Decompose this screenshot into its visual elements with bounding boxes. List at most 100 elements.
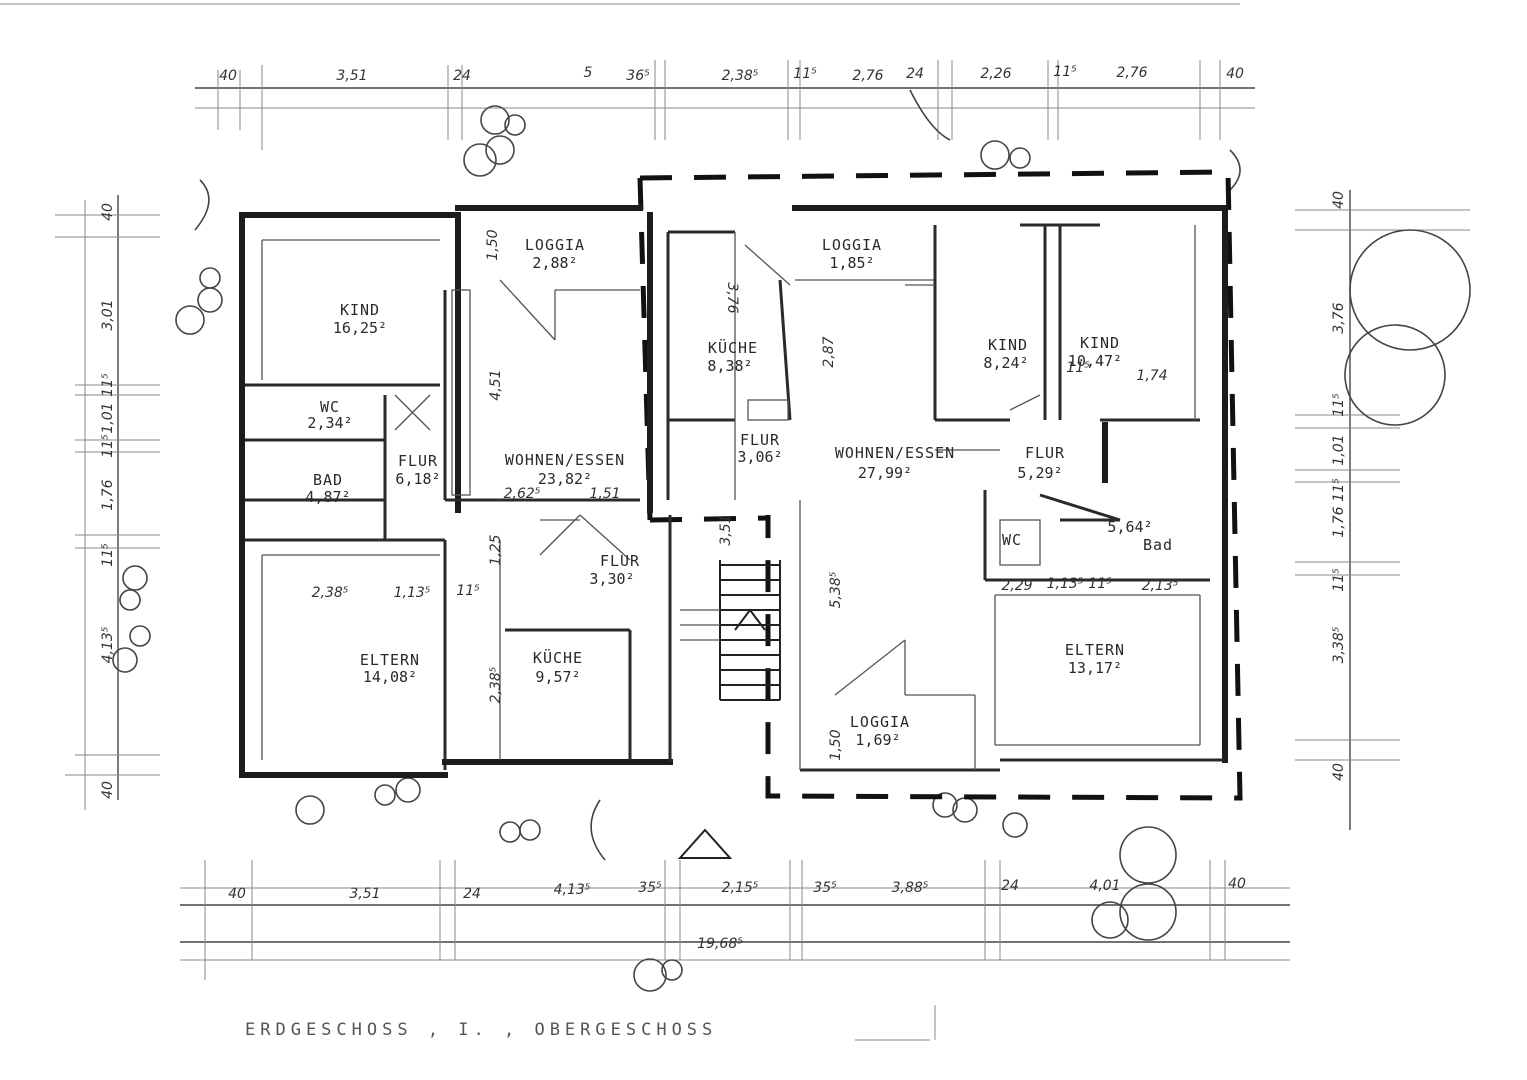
room-right-bad: Bad 5,64² bbox=[1107, 518, 1172, 554]
room-right-loggia: LOGGIA 1,69² bbox=[850, 713, 910, 749]
room-area: 3,06² bbox=[737, 448, 782, 466]
room-mid-kueche: KÜCHE 8,38² bbox=[707, 338, 758, 375]
dimension-text-right: 40 3,76 11⁵ 1,01 11⁵ 1,76 11⁵ 3,38⁵ 40 bbox=[1331, 191, 1347, 781]
room-area: 1,85² bbox=[829, 254, 874, 272]
dim-label: 3,01 bbox=[100, 299, 116, 330]
dim-label: 24 bbox=[1001, 878, 1019, 894]
room-right-kind-2: KIND 10,47² bbox=[1068, 334, 1122, 370]
dimension-lines-bottom bbox=[180, 860, 1290, 980]
room-name: WC bbox=[320, 398, 340, 416]
room-name: FLUR bbox=[600, 552, 640, 570]
room-labels: KIND 16,25² LOGGIA 2,88² WC 2,34² BAD 4,… bbox=[305, 236, 1172, 749]
plan-caption: ERDGESCHOSS , I. , OBERGESCHOSS bbox=[245, 1005, 936, 1041]
room-name: LOGGIA bbox=[850, 713, 910, 731]
dim-label: 40 bbox=[1331, 191, 1347, 209]
dim-label: 1,25 bbox=[488, 534, 504, 565]
dim-label: 4,13⁵ bbox=[554, 882, 591, 898]
dim-label: 36⁵ bbox=[626, 68, 650, 84]
room-name: KÜCHE bbox=[708, 338, 758, 357]
dim-label: 40 bbox=[100, 203, 116, 221]
dim-label: 2,76 bbox=[852, 68, 883, 84]
room-area: 5,64² bbox=[1107, 518, 1152, 536]
dim-label: 40 bbox=[228, 886, 246, 902]
room-name: WC bbox=[1002, 531, 1022, 549]
room-area: 6,18² bbox=[395, 470, 440, 488]
room-name: FLUR bbox=[1025, 444, 1065, 462]
room-area: 4,87² bbox=[305, 488, 350, 506]
dim-label: 4,01 bbox=[1089, 878, 1120, 894]
room-left-wc: WC 2,34² bbox=[307, 398, 352, 432]
dim-label: 1,13⁵ bbox=[1047, 576, 1084, 592]
room-right-wohnen-essen: WOHNEN/ESSEN 27,99² bbox=[835, 444, 954, 482]
left-unit-walls bbox=[239, 205, 673, 778]
dim-label: 11⁵ bbox=[1066, 360, 1090, 376]
room-mid-flur: FLUR 3,06² bbox=[737, 431, 782, 466]
room-name: FLUR bbox=[740, 431, 780, 449]
room-left-eltern: ELTERN 14,08² bbox=[360, 651, 420, 686]
dim-label: 3,76 bbox=[724, 282, 740, 313]
dim-label: 2,76 bbox=[1116, 65, 1147, 81]
dim-label: 24 bbox=[453, 68, 471, 84]
dim-label: 11⁵ bbox=[1331, 568, 1347, 592]
room-right-kind-1: KIND 8,24² bbox=[983, 336, 1028, 372]
room-left-kueche: KÜCHE 9,57² bbox=[533, 648, 583, 686]
room-name: ELTERN bbox=[360, 651, 420, 669]
dim-label: 1,76 bbox=[1331, 506, 1347, 537]
dim-label: 5 bbox=[584, 65, 593, 81]
room-area: 14,08² bbox=[363, 668, 417, 686]
room-name: LOGGIA bbox=[525, 236, 585, 254]
dim-label: 11⁵ bbox=[1331, 478, 1347, 502]
room-name: FLUR bbox=[398, 452, 438, 470]
upper-floor-outline bbox=[637, 169, 1243, 801]
dim-label: 3,76 bbox=[1331, 302, 1347, 333]
room-name: ELTERN bbox=[1065, 641, 1125, 659]
dim-label: 1,13⁵ bbox=[394, 585, 431, 601]
dimension-text-top: 40 3,51 24 5 36⁵ 2,38⁵ 11⁵ 2,76 24 2,26 … bbox=[219, 64, 1244, 84]
room-area: 8,24² bbox=[983, 354, 1028, 372]
dimension-text-bottom: 40 3,51 24 4,13⁵ 35⁵ 2,15⁵ 35⁵ 3,88⁵ 24 … bbox=[228, 876, 1246, 952]
dim-label: 3,38⁵ bbox=[1331, 626, 1347, 663]
room-area: 9,57² bbox=[535, 668, 580, 686]
dim-label: 40 bbox=[1331, 763, 1347, 781]
dim-label: 2,15⁵ bbox=[722, 880, 759, 896]
room-left-bad: BAD 4,87² bbox=[305, 471, 350, 506]
room-name: WOHNEN/ESSEN bbox=[505, 451, 625, 469]
room-name: KÜCHE bbox=[533, 648, 583, 667]
room-area: 3,30² bbox=[589, 570, 634, 588]
dim-label: 1,76 bbox=[100, 479, 116, 510]
stair-core bbox=[647, 212, 792, 859]
room-mid-loggia: LOGGIA 1,85² bbox=[822, 236, 882, 272]
dim-label: 5,38⁵ bbox=[828, 571, 844, 608]
dim-label: 1,50 bbox=[828, 729, 844, 760]
room-right-eltern: ELTERN 13,17² bbox=[1065, 641, 1125, 677]
room-area: 16,25² bbox=[333, 319, 387, 337]
dim-label: 2,38⁵ bbox=[312, 585, 349, 601]
dim-label: 2,26 bbox=[980, 66, 1011, 82]
right-unit-walls bbox=[792, 205, 1228, 772]
landscape-trees bbox=[112, 89, 1471, 992]
dim-label: 24 bbox=[906, 66, 924, 82]
room-left-flur-2: FLUR 3,30² bbox=[589, 552, 640, 588]
dim-label: 2,29 bbox=[1001, 578, 1032, 594]
dim-label: 40 bbox=[1226, 66, 1244, 82]
room-area: 2,88² bbox=[532, 254, 577, 272]
dim-label: 40 bbox=[219, 68, 237, 84]
room-right-flur: FLUR 5,29² bbox=[1017, 444, 1065, 482]
room-name: KIND bbox=[988, 336, 1028, 354]
room-area: 23,82² bbox=[538, 470, 592, 488]
dim-label: 40 bbox=[1228, 876, 1246, 892]
dim-label: 1,50 bbox=[485, 229, 501, 260]
room-name: BAD bbox=[313, 471, 343, 489]
room-left-kind: KIND 16,25² bbox=[333, 301, 387, 337]
dim-label: 11⁵ bbox=[100, 543, 116, 567]
room-name: LOGGIA bbox=[822, 236, 882, 254]
room-area: 2,34² bbox=[307, 414, 352, 432]
dim-label: 11⁵ bbox=[100, 434, 116, 458]
dim-label: 1,51 bbox=[589, 486, 620, 502]
dim-label: 2,38⁵ bbox=[722, 68, 759, 84]
dim-label: 3,51 bbox=[718, 514, 734, 545]
room-left-loggia: LOGGIA 2,88² bbox=[525, 236, 585, 272]
room-area: 5,29² bbox=[1017, 464, 1062, 482]
room-area: 27,99² bbox=[858, 464, 912, 482]
